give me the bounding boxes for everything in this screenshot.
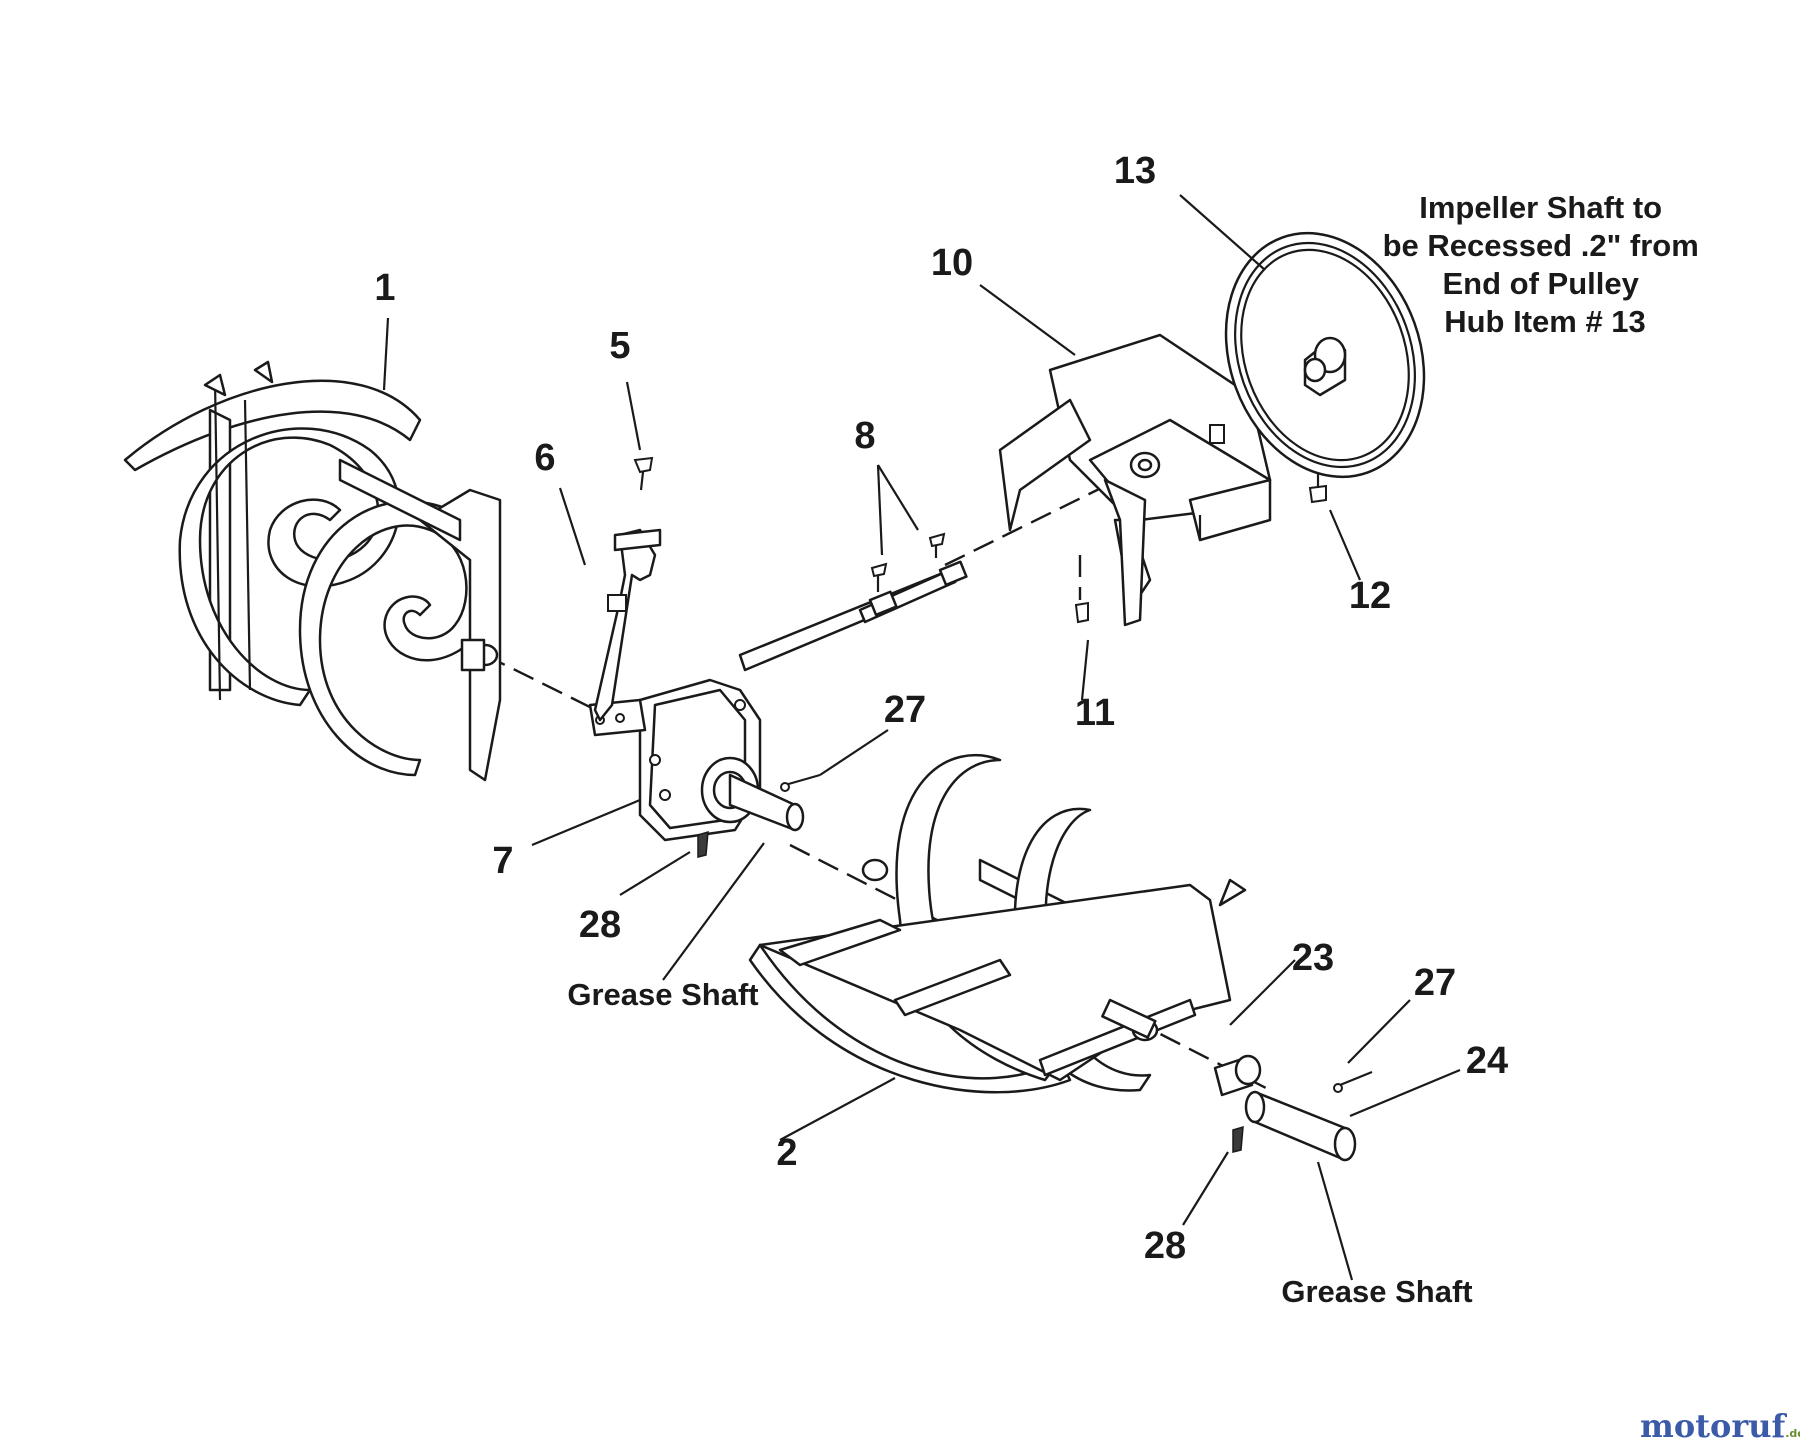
impeller-note-line-2: be Recessed .2" from bbox=[1383, 228, 1699, 263]
watermark-brand-text: motoruf bbox=[1640, 1407, 1787, 1445]
watermark-suffix: .de bbox=[1785, 1427, 1800, 1440]
callout-13: 13 bbox=[1114, 150, 1156, 192]
callout-27-upper: 27 bbox=[884, 689, 926, 731]
annotation-notes: Impeller Shaft to be Recessed .2" from E… bbox=[567, 190, 1708, 1309]
shift-lever-rod bbox=[593, 528, 662, 722]
callout-5: 5 bbox=[609, 325, 630, 367]
impeller-note-line-3: End of Pulley bbox=[1443, 266, 1640, 301]
callout-labels: 1 2 5 6 7 8 10 11 12 13 23 24 27 27 28 2… bbox=[374, 150, 1508, 1267]
callout-11: 11 bbox=[1075, 692, 1115, 734]
callout-27-lower: 27 bbox=[1414, 962, 1456, 1004]
callout-1: 1 bbox=[374, 267, 395, 309]
hardware bbox=[633, 456, 1373, 1153]
leader-lines bbox=[382, 194, 1461, 1281]
watermark-brand: motoruf.de bbox=[1640, 1407, 1800, 1445]
callout-2: 2 bbox=[776, 1132, 797, 1174]
callout-28-lower: 28 bbox=[1144, 1225, 1186, 1267]
callout-28-upper: 28 bbox=[579, 904, 621, 946]
impeller-shaft-note: Impeller Shaft to be Recessed .2" from E… bbox=[1383, 190, 1708, 339]
impeller-note-line-1: Impeller Shaft to bbox=[1419, 190, 1662, 225]
callout-12: 12 bbox=[1349, 575, 1391, 617]
callout-8: 8 bbox=[854, 415, 875, 457]
pulley bbox=[1224, 231, 1426, 479]
impeller-note-line-4: Hub Item # 13 bbox=[1444, 304, 1646, 339]
callout-7: 7 bbox=[492, 840, 513, 882]
grease-shaft-note-left: Grease Shaft bbox=[567, 977, 758, 1012]
callout-23: 23 bbox=[1292, 937, 1334, 979]
callout-6: 6 bbox=[534, 437, 555, 479]
gearbox-and-shaft bbox=[588, 560, 968, 842]
callout-24: 24 bbox=[1466, 1040, 1508, 1082]
callout-10: 10 bbox=[931, 242, 973, 284]
bushing-and-shaft bbox=[1213, 1054, 1357, 1162]
left-auger bbox=[123, 360, 502, 782]
impeller-housing bbox=[998, 333, 1272, 627]
motoruf-watermark: motoruf.de bbox=[1640, 1407, 1800, 1445]
grease-shaft-note-right: Grease Shaft bbox=[1281, 1274, 1472, 1309]
right-auger bbox=[748, 753, 1247, 1094]
